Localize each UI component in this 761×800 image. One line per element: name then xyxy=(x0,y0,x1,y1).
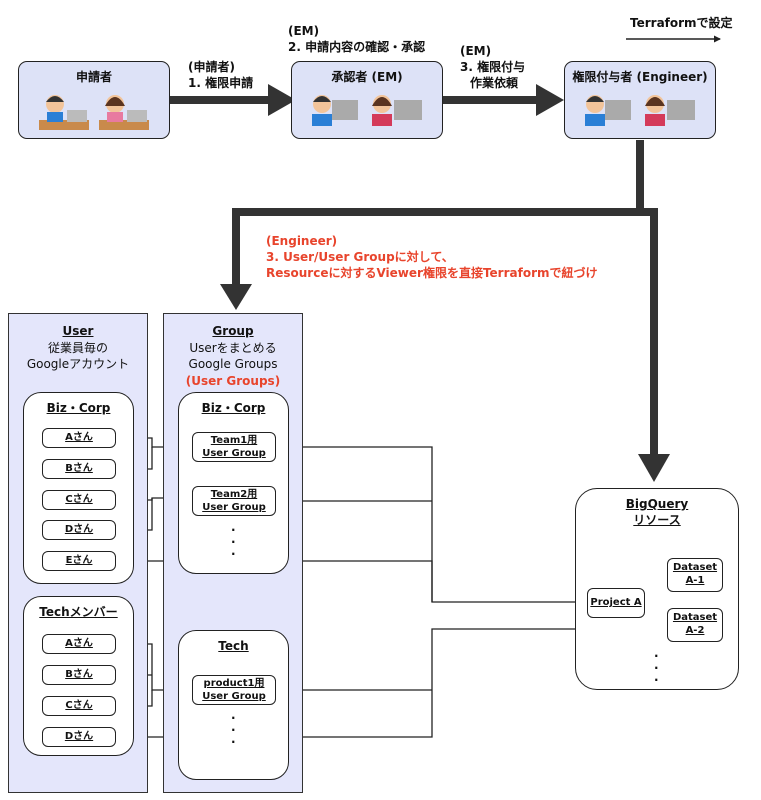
engineer-note-line1: 3. User/User Groupに対して、 xyxy=(266,250,454,264)
group-bizcorp-title: Biz・Corp xyxy=(201,401,266,415)
group-node-team2[interactable]: Team2用 User Group xyxy=(192,486,276,516)
flow-arrow-2 xyxy=(443,84,564,116)
user-node-tech-b[interactable]: Bさん xyxy=(42,665,116,685)
step1-label: 1. 権限申請 xyxy=(188,76,254,90)
group-node-product1[interactable]: product1用 User Group xyxy=(192,675,276,705)
group-tech-title: Tech xyxy=(218,639,249,653)
step3-actor: (EM) xyxy=(460,44,492,58)
dataset-node-a2[interactable]: Dataset A-2 xyxy=(667,608,723,642)
applicant-box: 申請者 xyxy=(18,61,170,139)
people-icon xyxy=(39,95,149,130)
group-bizcorp-box: Biz・Corp xyxy=(178,392,289,574)
more-tech-groups-ellipsis: ··· xyxy=(231,711,236,749)
more-datasets-ellipsis: ··· xyxy=(654,649,659,687)
user-node-tech-a[interactable]: Aさん xyxy=(42,634,116,654)
step2-label: 2. 申請内容の確認・承認 xyxy=(288,40,426,54)
group-panel-desc1: Userをまとめる xyxy=(189,341,277,355)
wire-team1-project xyxy=(276,446,585,606)
user-node-tech-d[interactable]: Dさん xyxy=(42,727,116,747)
terraform-label: Terraformで設定 xyxy=(630,16,733,30)
user-panel-title: User xyxy=(62,324,94,338)
user-panel-desc2: Googleアカウント xyxy=(26,357,130,371)
engineer-note-line2: Resourceに対するViewer権限を直接Terraformで紐づけ xyxy=(266,266,598,280)
user-node-bizcorp-d[interactable]: Dさん xyxy=(42,520,116,540)
bigquery-title: BigQuery xyxy=(625,497,689,511)
arrowhead-bigquery xyxy=(638,454,670,482)
step3-label: 3. 権限付与 xyxy=(460,60,526,74)
approver-title: 承認者 (EM) xyxy=(331,70,403,84)
user-bizcorp-title: Biz・Corp xyxy=(46,401,111,415)
group-panel-desc3: (User Groups) xyxy=(185,374,281,388)
user-node-tech-c[interactable]: Cさん xyxy=(42,696,116,716)
flow-arrow-to-group xyxy=(232,140,644,286)
granter-box: 権限付与者 (Engineer) xyxy=(564,61,716,139)
group-tech-box: Tech xyxy=(178,630,289,780)
step3-label-2: 作業依頼 xyxy=(470,76,519,90)
group-panel-desc2: Google Groups xyxy=(188,357,278,371)
user-node-bizcorp-e[interactable]: Eさん xyxy=(42,551,116,571)
dataset-node-a1[interactable]: Dataset A-1 xyxy=(667,558,723,592)
engineer-note-actor: (Engineer) xyxy=(266,234,338,248)
user-node-bizcorp-c[interactable]: Cさん xyxy=(42,490,116,510)
people-icon xyxy=(312,95,422,126)
granter-title: 権限付与者 (Engineer) xyxy=(572,70,708,84)
step1-actor: (申請者) xyxy=(188,60,235,74)
arrowhead-group xyxy=(220,284,252,310)
project-node[interactable]: Project A xyxy=(587,588,645,618)
approver-box: 承認者 (EM) xyxy=(291,61,443,139)
user-node-bizcorp-a[interactable]: Aさん xyxy=(42,428,116,448)
user-panel-desc1: 従業員毎の xyxy=(47,341,108,355)
user-tech-title: Techメンバー xyxy=(39,605,118,619)
user-node-bizcorp-b[interactable]: Bさん xyxy=(42,459,116,479)
more-groups-ellipsis: ··· xyxy=(231,523,236,561)
people-icon xyxy=(585,95,695,126)
flow-arrow-to-bigquery xyxy=(640,208,658,456)
step2-actor: (EM) xyxy=(288,24,320,38)
flow-arrow-1 xyxy=(170,84,296,116)
applicant-title: 申請者 xyxy=(75,70,112,84)
bigquery-subtitle: リソース xyxy=(633,513,681,527)
group-panel-title: Group xyxy=(212,324,254,338)
group-node-team1[interactable]: Team1用 User Group xyxy=(192,432,276,462)
